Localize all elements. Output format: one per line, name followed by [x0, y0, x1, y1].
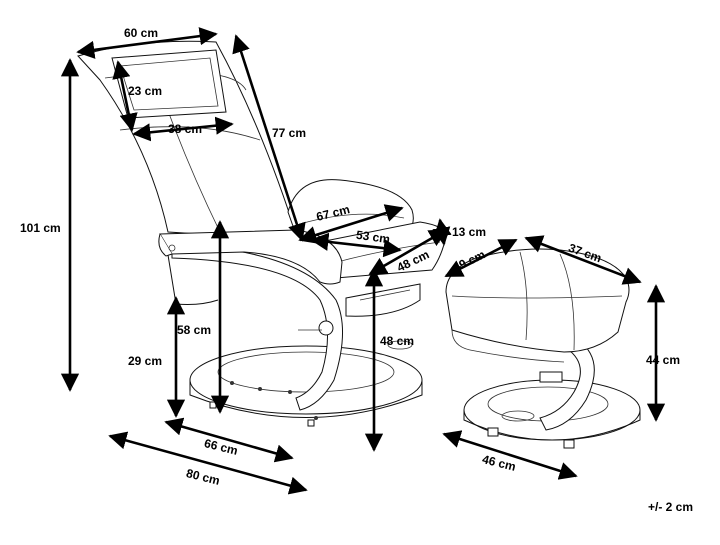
- recliner-chair-drawing: [77, 40, 447, 427]
- dim-line-total-depth: [108, 431, 308, 495]
- dim-line-chair-width: [76, 27, 218, 59]
- dim-line-ottoman-base: [442, 430, 578, 480]
- dim-line-ottoman-width: [524, 235, 642, 285]
- label-backrest-height: 77 cm: [272, 126, 307, 140]
- label-base-height: 29 cm: [128, 354, 163, 368]
- label-cushion-thickness: 13 cm: [452, 225, 487, 239]
- label-total-height: 101 cm: [20, 221, 61, 235]
- label-chair-width: 60 cm: [124, 26, 159, 40]
- dim-line-ottoman-depth: [444, 238, 518, 278]
- ottoman-drawing: [445, 248, 641, 449]
- label-headrest-width: 38 cm: [168, 122, 203, 136]
- label-armrest-height: 58 cm: [177, 323, 212, 337]
- dim-line-seat-front-depth: [368, 228, 448, 276]
- label-headrest-height: 23 cm: [128, 84, 163, 98]
- dim-line-backrest-height: [232, 34, 306, 242]
- tolerance-note: +/- 2 cm: [648, 500, 694, 514]
- dim-line-headrest-width: [132, 116, 234, 142]
- dim-line-headrest-height: [112, 60, 138, 132]
- label-seat-height: 48 cm: [380, 334, 415, 348]
- label-ottoman-height: 44 cm: [646, 353, 681, 367]
- dimension-lines: [60, 27, 666, 495]
